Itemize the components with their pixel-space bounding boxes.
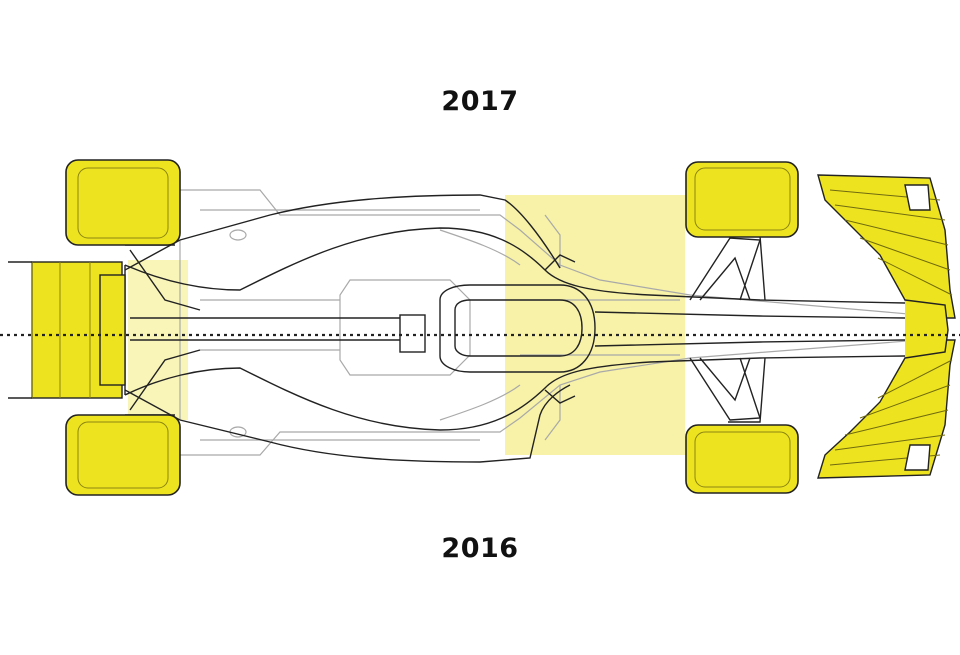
tyres [65,159,799,496]
year-label-2017: 2017 [441,86,519,117]
rear-wing [8,261,126,399]
sidepod-width-highlight [128,195,685,455]
front-suspension [689,235,766,423]
front-wing [817,174,956,479]
rear-right-tyre [65,414,181,496]
front-right-tyre [685,424,799,494]
car-2016-outline [179,189,921,456]
front-left-tyre [685,161,799,238]
front-wing-lower [817,339,956,479]
rear-left-tyre [65,159,181,246]
front-wing-upper [817,174,956,319]
year-label-2016: 2016 [441,533,519,564]
